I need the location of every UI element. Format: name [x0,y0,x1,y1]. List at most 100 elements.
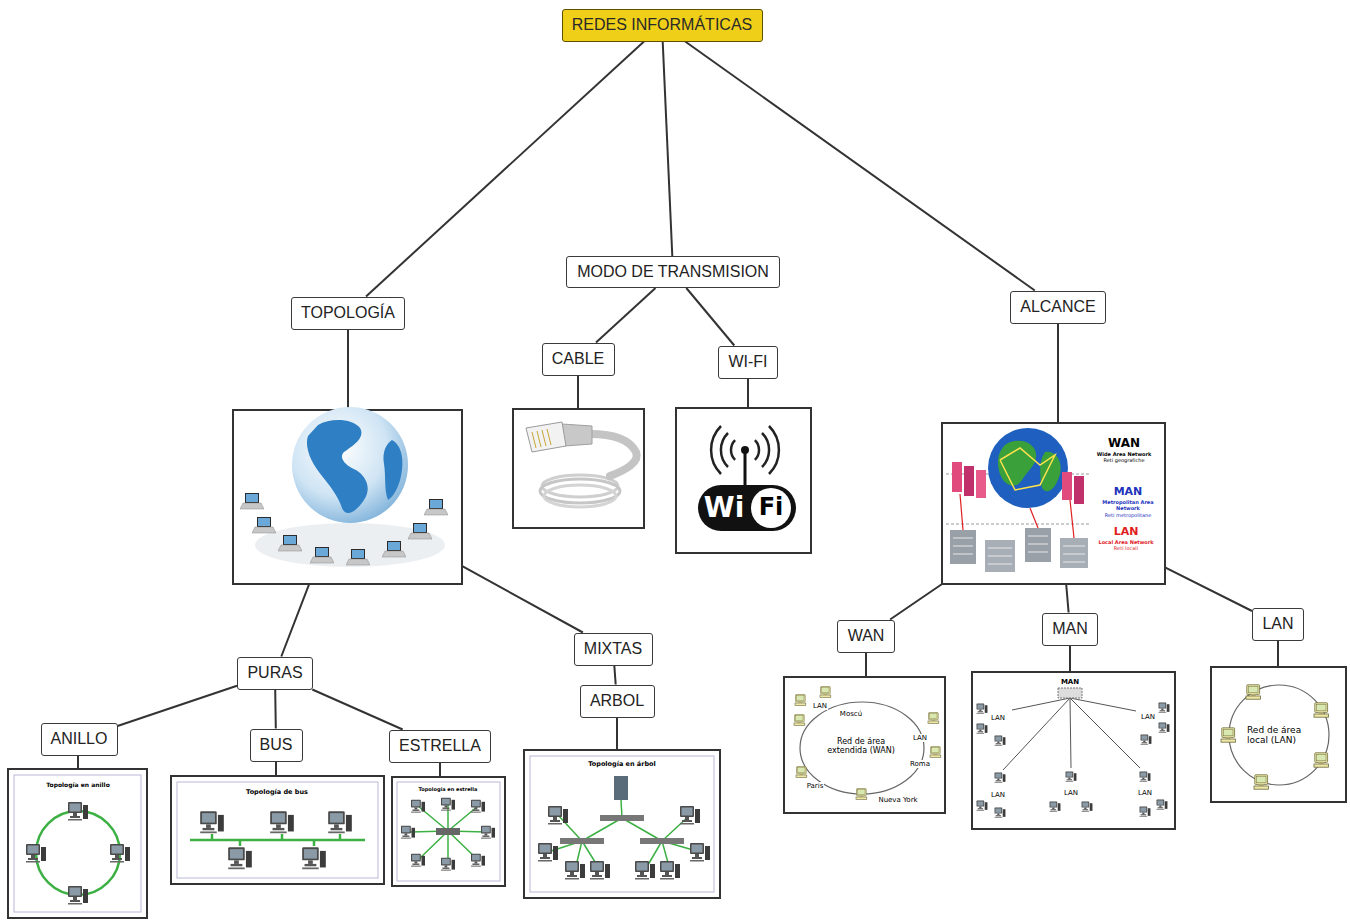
picture-label: Topología de bus [246,789,308,796]
bus-picture [228,847,252,869]
connector-line [686,288,734,346]
man-picture [1082,802,1093,812]
concept-box: BUS [250,729,303,762]
picture-label: Moscú [839,710,863,718]
scope-picture [942,423,1165,584]
tree-picture [640,838,684,844]
wan-picture [928,713,939,724]
picture-label: LAN [912,734,928,742]
node-label: BUS [260,735,293,754]
picture-label: Wide Area Network [1096,452,1153,458]
leader-lines [1069,646,1071,672]
picture-label: Paris [806,782,825,790]
lan-picture [1221,728,1235,742]
scope-picture [942,423,1165,584]
wifi-picture [676,408,811,553]
wan-picture [820,687,831,698]
man-picture [1058,688,1082,698]
picture-label: Red de área local (LAN) [1247,725,1305,746]
cable-picture [544,485,616,507]
lan-picture [1229,685,1329,785]
picture-label: Red de área extendida (WAN) [820,737,902,755]
concept-box: ANILLO [41,723,118,756]
picture-label: MAN [1113,486,1144,499]
tree-picture [565,861,585,880]
man-picture [972,672,1175,829]
tree-picture [635,861,655,880]
scope-picture [946,524,1090,525]
scope-picture [1060,538,1088,568]
lan-picture [1254,775,1268,789]
picture-label: Reti metropolitane [1104,513,1152,519]
concept-box: PURAS [237,657,313,690]
scope-picture [1063,546,1085,547]
tree-picture [582,818,622,841]
wan-picture [784,677,945,813]
ring-picture [26,844,46,863]
leader-lines [616,718,618,750]
star-picture [441,858,455,871]
root-box: REDES INFORMÁTICAS [562,9,763,42]
cable-picture [547,429,551,445]
picture-label: LAN [1137,789,1153,797]
concept-box: LAN [1252,608,1304,641]
globe-picture [382,541,406,557]
node-label: ESTRELLA [399,736,481,755]
wifi-picture [744,450,747,486]
picture-label: Metropolitan Area Network [1097,500,1159,512]
scope-picture [1028,552,1048,553]
wan-picture [784,677,945,813]
picture-label: Nueva York [877,796,918,804]
bus-picture [302,847,326,869]
scope-picture [988,428,1068,508]
globe-picture [240,493,264,509]
picture-label: Topología en anillo [46,782,110,789]
bus-picture [313,840,316,846]
wan-picture [796,767,807,778]
cable-picture [513,409,644,528]
ring-picture [8,769,147,918]
bus-picture [177,782,378,878]
scope-picture [985,540,1015,572]
scope-picture [1030,508,1038,528]
ring-picture [68,886,88,905]
man-picture [1070,698,1071,768]
man-picture [1157,800,1168,810]
cable-picture [532,432,536,448]
picture-label: Wi [704,492,744,524]
bus-picture [171,776,384,884]
ring-picture [68,802,88,821]
man-picture [1140,807,1151,817]
scope-picture [953,536,1085,564]
scope-picture [988,556,1012,557]
wifi-picture [755,440,759,460]
concept-box: ESTRELLA [389,730,491,763]
scope-picture [953,554,973,555]
node-label: MODO DE TRANSMISION [577,262,769,281]
cable-picture [540,479,620,503]
picture-label: Fi [759,494,784,522]
node-label: PURAS [247,663,302,682]
star-picture [481,826,495,839]
man-picture [1070,698,1140,768]
man-picture [995,808,1006,818]
tree-picture [558,815,582,841]
scope-picture [960,494,963,530]
node-label: TOPOLOGÍA [301,303,395,322]
lan-picture [1246,685,1260,699]
scope-picture [1070,500,1074,538]
globe-picture [424,499,448,515]
picture-label: Local Area Network [1097,540,1154,546]
bus-picture [328,811,352,833]
tree-picture [680,806,700,825]
star-picture [436,828,460,835]
cable-picture [513,409,644,528]
node-label: WAN [848,626,885,645]
wan-picture [794,715,805,726]
concept-box: MODO DE TRANSMISION [566,256,780,288]
scope-picture [953,546,973,547]
concept-box: MIXTAS [574,633,653,666]
picture-label: LAN [990,791,1006,799]
node-label: WI-FI [728,352,767,371]
